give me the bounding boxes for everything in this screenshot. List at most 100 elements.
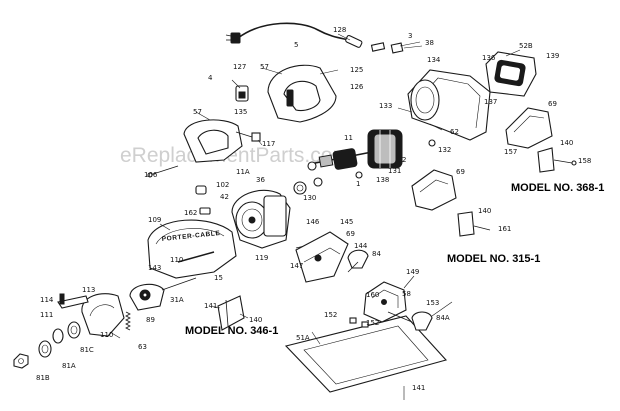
handle-screws-part [147, 131, 261, 178]
shoe-knob-part [387, 311, 433, 331]
label-152-upper: 152 [324, 311, 337, 319]
label-57-lower: 57 [193, 108, 202, 116]
label-138: 138 [376, 176, 389, 184]
arbor-part [177, 185, 215, 263]
label-153: 153 [426, 299, 439, 307]
end-cap-part [485, 51, 537, 97]
label-1: 1 [356, 180, 360, 188]
label-3: 3 [408, 32, 412, 40]
blade-guard-part: PORTER-CABLE [147, 219, 237, 279]
label-114: 114 [40, 296, 54, 304]
bracket-368-part [505, 107, 577, 173]
shoe-screws-part [349, 317, 369, 328]
label-132: 132 [438, 146, 451, 154]
label-15: 15 [214, 274, 223, 282]
part-number-labels: 128 5 3 38 52B 136 139 127 57 125 134 4 … [36, 26, 591, 392]
label-69-center: 69 [346, 230, 355, 238]
label-133: 133 [379, 102, 392, 110]
label-31a: 31A [170, 296, 184, 304]
auxiliary-handle-part [183, 119, 243, 163]
label-145: 145 [340, 218, 353, 226]
label-4: 4 [208, 74, 213, 82]
label-152-lower: 152 [366, 319, 379, 327]
watermark: eReplacementParts.com [120, 144, 350, 167]
screw-set-part [370, 41, 421, 54]
label-119: 119 [255, 254, 268, 262]
washers-and-nut-part [13, 321, 81, 369]
label-81b: 81B [36, 374, 50, 382]
label-113: 113 [82, 286, 95, 294]
label-110-lower: 110 [100, 331, 113, 339]
label-131: 131 [388, 167, 401, 175]
bearings-part [293, 139, 436, 195]
label-140-315: 140 [478, 207, 491, 215]
label-63: 63 [138, 343, 147, 351]
label-111: 111 [40, 311, 53, 319]
label-52b: 52B [519, 42, 533, 50]
label-143: 143 [148, 264, 161, 272]
label-38: 38 [425, 39, 434, 47]
label-84: 84 [372, 250, 381, 258]
label-42: 42 [220, 193, 229, 201]
label-117: 117 [262, 140, 275, 148]
label-11a: 11A [236, 168, 250, 176]
leader-lines [109, 33, 521, 345]
motor-field-part [367, 129, 403, 169]
label-106: 106 [144, 171, 158, 179]
label-141-shoe: 141 [412, 384, 425, 392]
label-102: 102 [216, 181, 229, 189]
label-134: 134 [427, 56, 441, 64]
power-cord-part [225, 22, 363, 48]
main-handle-part [267, 64, 337, 123]
label-149: 149 [406, 268, 419, 276]
model-346-label: MODEL NO. 346-1 [185, 325, 278, 337]
label-69-315: 69 [456, 168, 465, 176]
label-146: 146 [306, 218, 320, 226]
label-57-upper: 57 [260, 63, 269, 71]
motor-housing-part [407, 69, 491, 141]
label-135: 135 [234, 108, 247, 116]
label-162: 162 [184, 209, 197, 217]
bracket-346-part [217, 295, 245, 331]
label-127: 127 [233, 63, 246, 71]
label-81a: 81A [62, 362, 76, 370]
label-126: 126 [350, 83, 364, 91]
label-51a: 51A [296, 334, 310, 342]
label-160: 160 [366, 291, 379, 299]
label-62: 62 [450, 128, 459, 136]
label-128: 128 [333, 26, 346, 34]
label-69-368: 69 [548, 100, 557, 108]
label-89: 89 [146, 316, 155, 324]
label-139: 139 [546, 52, 559, 60]
label-81c: 81C [80, 346, 94, 354]
label-58: 58 [402, 290, 411, 298]
model-368-label: MODEL NO. 368-1 [511, 182, 604, 194]
label-161: 161 [498, 225, 511, 233]
label-130: 130 [303, 194, 316, 202]
model-315-label: MODEL NO. 315-1 [447, 253, 540, 265]
bracket-315-part [411, 169, 491, 237]
label-147: 147 [290, 262, 303, 270]
switch-part [235, 85, 249, 102]
depth-bracket-part [295, 231, 349, 283]
label-157: 157 [504, 148, 517, 156]
shoe-bracket-part [363, 281, 407, 323]
label-36: 36 [256, 176, 265, 184]
lower-guard-part [81, 293, 125, 337]
label-158: 158 [578, 157, 591, 165]
label-144: 144 [354, 242, 368, 250]
spindle-lock-part [129, 277, 197, 311]
label-11: 11 [344, 134, 353, 142]
gear-case-part [231, 189, 291, 249]
label-110: 110 [170, 256, 183, 264]
label-140-346: 140 [249, 316, 262, 324]
label-137: 137 [484, 98, 497, 106]
spring-part [125, 311, 131, 331]
label-5: 5 [294, 41, 298, 49]
label-140-368: 140 [560, 139, 573, 147]
label-125: 125 [350, 66, 363, 74]
label-136: 136 [482, 54, 496, 62]
armature-part [307, 148, 373, 171]
